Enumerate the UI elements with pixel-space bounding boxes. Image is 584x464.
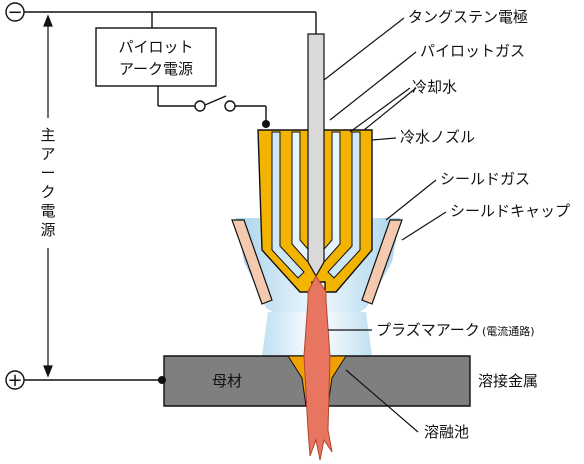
label-cooled-nozzle: 冷水ノズル <box>400 128 475 146</box>
leader-lines <box>323 17 447 433</box>
plus-sign: + <box>7 370 22 391</box>
circuit-wiring <box>24 11 317 381</box>
pilot-switch-contact-right <box>224 100 236 112</box>
svg-text:源: 源 <box>40 221 55 239</box>
svg-text:ク: ク <box>40 183 55 201</box>
plasma-arc <box>303 274 333 461</box>
svg-text:主: 主 <box>40 126 55 144</box>
label-plasma-arc: プラズマアーク <box>376 321 480 339</box>
label-base-metal: 母材 <box>212 372 242 390</box>
label-tungsten-electrode: タングステン電極 <box>408 8 528 26</box>
tungsten-electrode <box>307 33 325 278</box>
minus-terminal <box>5 2 25 22</box>
main-arc-supply-label: 主 ア ー ク 電 源 <box>40 126 55 239</box>
pilot-supply-line2: アーク電源 <box>119 60 193 78</box>
label-cooling-water: 冷却水 <box>412 78 457 96</box>
cooling-water-channel-left <box>271 131 305 279</box>
label-weld-metal: 溶接金属 <box>478 372 538 390</box>
shield-cap-left <box>231 219 273 305</box>
pilot-supply-line1: パイロット <box>118 38 193 56</box>
svg-text:ー: ー <box>40 164 55 182</box>
plus-terminal <box>5 370 25 390</box>
label-weld-pool: 溶融池 <box>424 423 469 441</box>
minus-sign: − <box>7 2 22 23</box>
svg-text:電: 電 <box>40 202 55 220</box>
main-arc-voltage-arrow <box>43 14 53 378</box>
label-plasma-arc-note: (電流通路) <box>482 324 535 338</box>
label-shield-gas: シールドガス <box>440 170 530 188</box>
base-metal-terminal <box>158 376 166 384</box>
label-pilot-gas: パイロットガス <box>420 42 525 60</box>
pilot-switch-contact-left <box>194 100 206 112</box>
label-shield-cap: シールドキャップ <box>450 202 570 220</box>
svg-text:ア: ア <box>40 145 55 163</box>
shield-cap-right <box>361 219 403 305</box>
cooling-water-channel-right <box>327 131 361 279</box>
nozzle-terminal <box>262 120 270 128</box>
